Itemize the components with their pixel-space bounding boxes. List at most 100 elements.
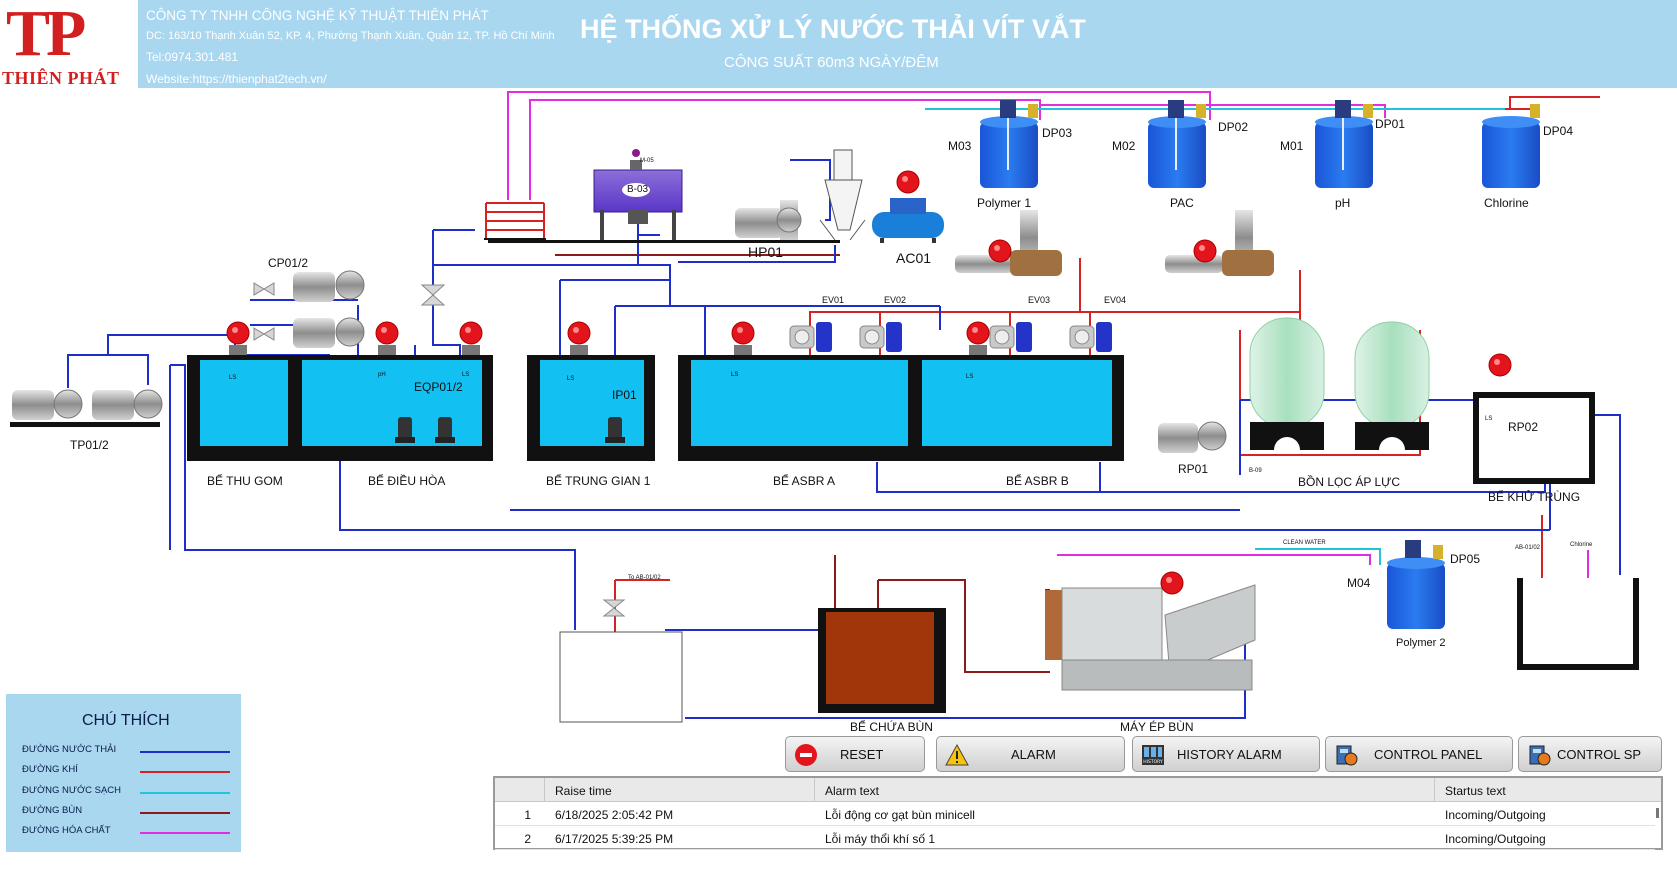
table-header-status[interactable]: Startus text — [1435, 778, 1661, 802]
label-ev04: EV04 — [1104, 295, 1127, 305]
label-be-asbr-a: BỂ ASBR A — [773, 474, 836, 488]
control-sp-button[interactable]: CONTROL SP — [1518, 736, 1662, 772]
air-blower-2 — [1165, 210, 1274, 276]
heat-exchanger — [484, 200, 546, 242]
tank-chlorine-contact — [1517, 578, 1639, 670]
dosing-pump — [1433, 545, 1443, 559]
submersible-pump-1 — [395, 417, 415, 443]
label-rp02: RP02 — [1508, 420, 1539, 434]
sludge-transfer-box — [559, 631, 683, 723]
label-polymer2: Polymer 2 — [1396, 637, 1446, 649]
page-title: HỆ THỐNG XỬ LÝ NƯỚC THẢI VÍT VẮT — [580, 14, 1086, 44]
submersible-pump-3 — [605, 417, 625, 443]
pump-rp01 — [1158, 421, 1227, 453]
cyclone-filter — [819, 149, 866, 241]
tank-thu-gom-dieu-hoa — [187, 355, 493, 461]
alarm-lamp-5 — [731, 321, 755, 355]
dosing-pump — [1028, 104, 1038, 118]
chemical-tank-polymer1 — [980, 100, 1038, 188]
alarm-lamp-11 — [1160, 571, 1184, 595]
logo-name: THIÊN PHÁT — [2, 68, 120, 88]
legend-item-air: ĐƯỜNG KHÍ — [22, 764, 232, 780]
sensor-ls-1: LS — [229, 375, 237, 381]
sensor-ls-3: LS — [567, 376, 575, 382]
reset-button[interactable]: RESET — [785, 736, 925, 772]
page-subtitle: CÔNG SUẤT 60m3 NGÀY/ĐÊM — [724, 54, 939, 71]
label-ph-tank: pH — [1335, 196, 1351, 210]
label-ev03: EV03 — [1028, 295, 1051, 305]
company-name: CÔNG TY TNHH CÔNG NGHỆ KỸ THUẬT THIÊN PH… — [146, 8, 489, 23]
air-blower-1 — [955, 210, 1062, 276]
label-b03: B-03 — [627, 184, 649, 195]
company-website[interactable]: Website:https://thienphat2tech.vn/ — [146, 72, 327, 86]
history-alarm-button[interactable]: HISTORY HISTORY ALARM — [1132, 736, 1320, 772]
label-ip01: IP01 — [612, 388, 637, 402]
label-to-ab: To AB-01/02 — [628, 575, 661, 581]
mixer-motor — [1000, 100, 1016, 118]
valve-sludge — [602, 599, 626, 617]
chemical-tank-chlorine — [1482, 104, 1540, 188]
label-cp01: CP01/2 — [268, 256, 309, 270]
label-ev01: EV01 — [822, 295, 845, 305]
label-tp01: TP01/2 — [70, 438, 109, 452]
control-sp-icon — [1529, 745, 1551, 766]
header-bar — [0, 0, 1677, 88]
label-be-dieu-hoa: BỂ ĐIỀU HÒA — [368, 474, 446, 488]
mixer-motor — [1405, 540, 1421, 558]
company-tel: Tel:0974.301.481 — [146, 50, 239, 64]
diffuser-valve-ev01 — [789, 322, 832, 352]
label-eqp01: EQP01/2 — [414, 380, 463, 394]
pump-tp02 — [92, 389, 163, 420]
label-ac01: AC01 — [896, 250, 932, 266]
alarm-lamp-2 — [375, 321, 399, 355]
warning-icon — [945, 743, 969, 766]
label-chlorine-small: Chlorine — [1570, 542, 1593, 548]
dosing-pump — [1363, 104, 1373, 118]
dosing-pump — [1196, 104, 1206, 118]
sensor-ls-4: LS — [731, 372, 739, 378]
company-logo: TP THIÊN PHÁT — [0, 0, 138, 88]
tank-chua-bun — [818, 608, 946, 713]
legend-item-clean-water: ĐƯỜNG NƯỚC SẠCH — [22, 785, 232, 801]
sensor-ls-5: LS — [966, 374, 974, 380]
pump-tp01 — [12, 389, 163, 420]
label-ev02: EV02 — [884, 295, 907, 305]
reset-icon — [795, 744, 817, 766]
label-pac: PAC — [1170, 196, 1194, 210]
table-header-alarm-text[interactable]: Alarm text — [815, 778, 1435, 802]
mixer-motor — [1168, 100, 1184, 118]
chemical-tank-polymer2 — [1387, 540, 1445, 629]
clean-water-pipes — [925, 108, 1505, 565]
label-rp01: RP01 — [1178, 462, 1209, 476]
legend-swatch — [140, 792, 230, 794]
table-header-raise-time[interactable]: Raise time — [545, 778, 815, 802]
legend: CHÚ THÍCH ĐƯỜNG NƯỚC THẢI ĐƯỜNG KHÍ ĐƯỜN… — [6, 694, 241, 852]
chemical-tank-pac — [1148, 100, 1206, 188]
air-pipes — [614, 96, 1610, 672]
alarm-table[interactable]: Raise time Alarm text Startus text 1 6/1… — [493, 776, 1663, 850]
table-header-index[interactable] — [495, 778, 545, 802]
label-may-ep-bun: MÁY ÉP BÙN — [1120, 720, 1194, 734]
label-m05: M-05 — [640, 158, 654, 164]
sensor-ls-2: LS — [462, 372, 470, 378]
label-hp01: HP01 — [748, 244, 784, 260]
submersible-pump-4 — [865, 642, 885, 668]
mixer-motor — [1335, 100, 1351, 118]
label-dp03: DP03 — [1042, 126, 1073, 140]
sensor-ph: pH — [378, 372, 386, 378]
logo-initials: TP — [6, 0, 86, 70]
pump-hp01 — [735, 200, 802, 240]
alarm-lamp-3 — [459, 321, 483, 355]
legend-title: CHÚ THÍCH — [82, 712, 170, 729]
pump-base — [10, 422, 160, 427]
diffuser-valve-ev03 — [989, 322, 1032, 352]
tank-asbr — [678, 355, 1124, 461]
control-panel-button[interactable]: CONTROL PANEL — [1325, 736, 1513, 772]
diffuser-valve-ev04 — [1069, 322, 1112, 352]
svg-text:HISTORY: HISTORY — [1143, 759, 1163, 765]
table-scrollbar[interactable] — [1656, 808, 1659, 818]
alarm-lamp-8 — [896, 170, 920, 194]
alarm-lamp-1 — [226, 321, 250, 355]
label-clean-water: CLEAN WATER — [1283, 540, 1326, 546]
alarm-button[interactable]: ALARM — [936, 736, 1125, 772]
